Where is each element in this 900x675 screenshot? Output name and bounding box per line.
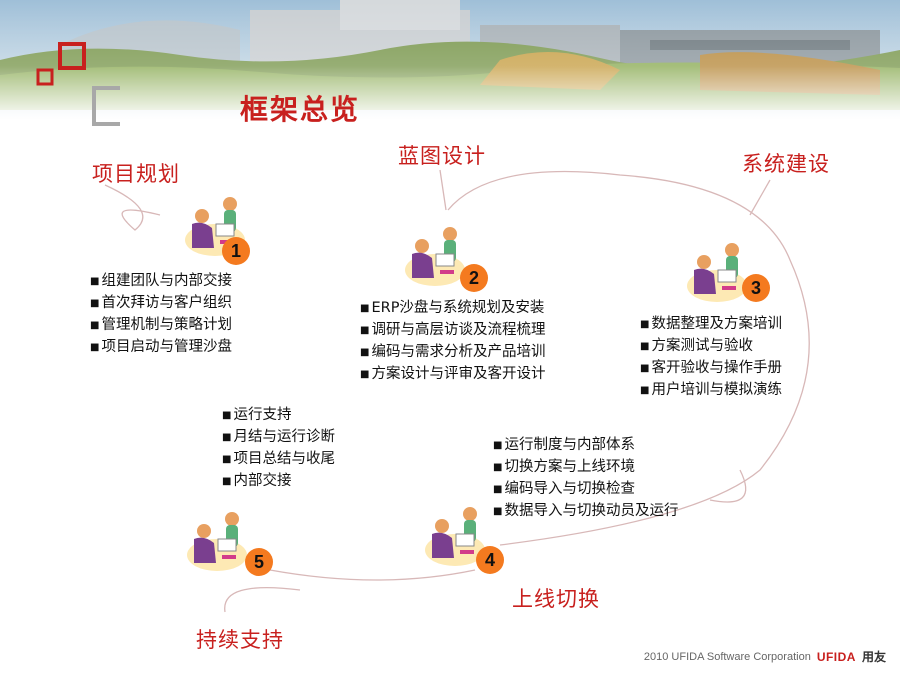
list-item: 编码与需求分析及产品培训 <box>360 342 545 364</box>
meeting-illustration-5 <box>182 505 252 575</box>
list-item: 用户培训与模拟演练 <box>640 380 782 402</box>
list-item: 数据导入与切换动员及运行 <box>493 501 678 523</box>
list-item: 方案测试与验收 <box>640 336 782 358</box>
step-badge-3: 3 <box>742 274 770 302</box>
list-item: 运行支持 <box>222 405 335 427</box>
phase-label-golive: 上线切换 <box>512 587 600 611</box>
list-item: ERP沙盘与系统规划及安装 <box>360 298 545 320</box>
list-item: 调研与高层访谈及流程梳理 <box>360 320 545 342</box>
copyright-text: 2010 UFIDA Software Corporation <box>643 650 811 663</box>
task-list-step-4: 运行制度与内部体系 切换方案与上线环境 编码导入与切换检查 数据导入与切换动员及… <box>493 435 678 523</box>
list-item: 运行制度与内部体系 <box>493 435 678 457</box>
step-badge-5: 5 <box>245 548 273 576</box>
list-item: 切换方案与上线环境 <box>493 457 678 479</box>
meeting-illustration-4 <box>420 500 490 570</box>
list-item: 内部交接 <box>222 471 335 493</box>
decorative-squares <box>36 42 120 126</box>
list-item: 首次拜访与客户组织 <box>90 293 232 315</box>
phase-label-blueprint: 蓝图设计 <box>398 144 486 168</box>
brand-logo: UFIDA <box>816 649 856 664</box>
meeting-illustration-2 <box>400 220 470 290</box>
list-item: 方案设计与评审及客开设计 <box>360 364 545 386</box>
step-badge-1: 1 <box>222 237 250 265</box>
list-item: 客开验收与操作手册 <box>640 358 782 380</box>
step-badge-2: 2 <box>460 264 488 292</box>
list-item: 项目总结与收尾 <box>222 449 335 471</box>
phase-label-planning: 项目规划 <box>92 162 180 186</box>
list-item: 项目启动与管理沙盘 <box>90 337 232 359</box>
phase-label-build: 系统建设 <box>742 152 830 176</box>
footer: 2010 UFIDA Software Corporation UFIDA 用友 <box>644 648 886 665</box>
task-list-step-2: ERP沙盘与系统规划及安装 调研与高层访谈及流程梳理 编码与需求分析及产品培训 … <box>360 298 545 386</box>
task-list-step-1: 组建团队与内部交接 首次拜访与客户组织 管理机制与策略计划 项目启动与管理沙盘 <box>90 271 232 359</box>
list-item: 组建团队与内部交接 <box>90 271 232 293</box>
meeting-illustration-3 <box>682 236 752 306</box>
list-item: 数据整理及方案培训 <box>640 314 782 336</box>
list-item: 管理机制与策略计划 <box>90 315 232 337</box>
header-banner <box>0 0 900 120</box>
task-list-step-5: 运行支持 月结与运行诊断 项目总结与收尾 内部交接 <box>222 405 335 493</box>
step-badge-4: 4 <box>476 546 504 574</box>
page-title: 框架总览 <box>240 93 361 126</box>
brand-logo-cn: 用友 <box>861 650 886 664</box>
list-item: 月结与运行诊断 <box>222 427 335 449</box>
list-item: 编码导入与切换检查 <box>493 479 678 501</box>
task-list-step-3: 数据整理及方案培训 方案测试与验收 客开验收与操作手册 用户培训与模拟演练 <box>640 314 782 402</box>
phase-label-support: 持续支持 <box>196 628 284 652</box>
